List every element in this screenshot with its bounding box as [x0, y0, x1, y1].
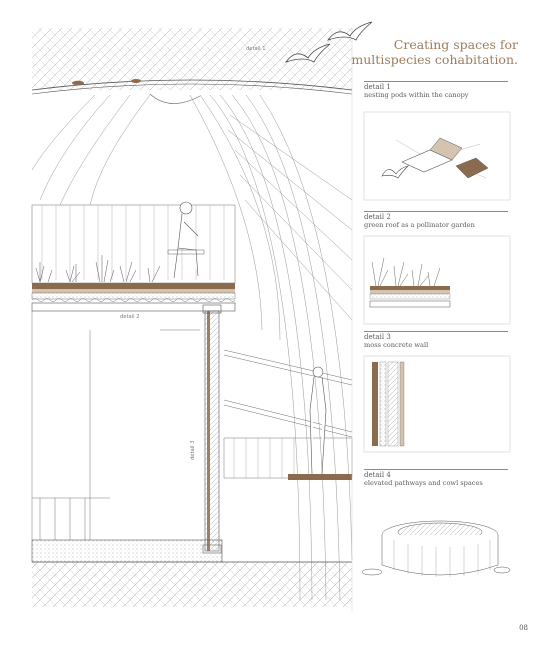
section-tag-detail2: detail 2	[120, 314, 140, 320]
detail3-diagram	[363, 355, 511, 453]
detail1-diagram	[363, 111, 511, 201]
page-title-line1: Creating spaces for	[393, 37, 518, 52]
detail1-heading: detail 1 nesting pods within the canopy	[364, 83, 469, 99]
bird-flying-icon	[381, 165, 409, 179]
moss-concrete-wall	[202, 304, 222, 554]
human-figure-icon	[309, 366, 327, 475]
detail1-number: detail 1	[364, 83, 391, 91]
detail3-heading: detail 3 moss concrete wall	[364, 333, 428, 349]
detail2-diagram	[363, 235, 511, 325]
elevated-pathway	[223, 349, 353, 438]
detail4-diagram	[361, 520, 511, 577]
human-figure-icon	[173, 201, 199, 279]
page-title-line2: multispecies cohabitation.	[351, 52, 518, 67]
detail4-subtitle: elevated pathways and cowl spaces	[364, 479, 483, 487]
interior-room	[31, 311, 200, 540]
page-title: Creating spaces for multispecies cohabit…	[308, 37, 518, 67]
page-number: 08	[519, 624, 528, 632]
plant-icon	[371, 257, 441, 287]
cowl-balcony	[223, 366, 353, 480]
detail2-number: detail 2	[364, 213, 391, 221]
detail1-rule	[364, 81, 508, 82]
detail2-subtitle: green roof as a pollinator garden	[364, 221, 475, 229]
detail3-rule	[364, 331, 508, 332]
canopy-ribs	[31, 94, 353, 601]
plant-icon	[35, 255, 161, 283]
section-tag-detail1: detail 1	[246, 46, 266, 52]
detail1-subtitle: nesting pods within the canopy	[364, 91, 469, 99]
nesting-pod	[72, 79, 141, 86]
detail4-rule	[364, 469, 508, 470]
section-tag-detail3: detail 3	[190, 440, 196, 460]
canopy-pod-sling	[149, 93, 201, 104]
detail4-heading: detail 4 elevated pathways and cowl spac…	[364, 471, 483, 487]
detail2-rule	[364, 211, 508, 212]
ground-slab	[31, 539, 352, 607]
detail4-number: detail 4	[364, 471, 391, 479]
detail3-subtitle: moss concrete wall	[364, 341, 429, 349]
green-roof-level	[31, 201, 236, 312]
detail3-number: detail 3	[364, 333, 391, 341]
detail2-heading: detail 2 green roof as a pollinator gard…	[364, 213, 475, 229]
bird-pair-icon	[284, 21, 373, 63]
